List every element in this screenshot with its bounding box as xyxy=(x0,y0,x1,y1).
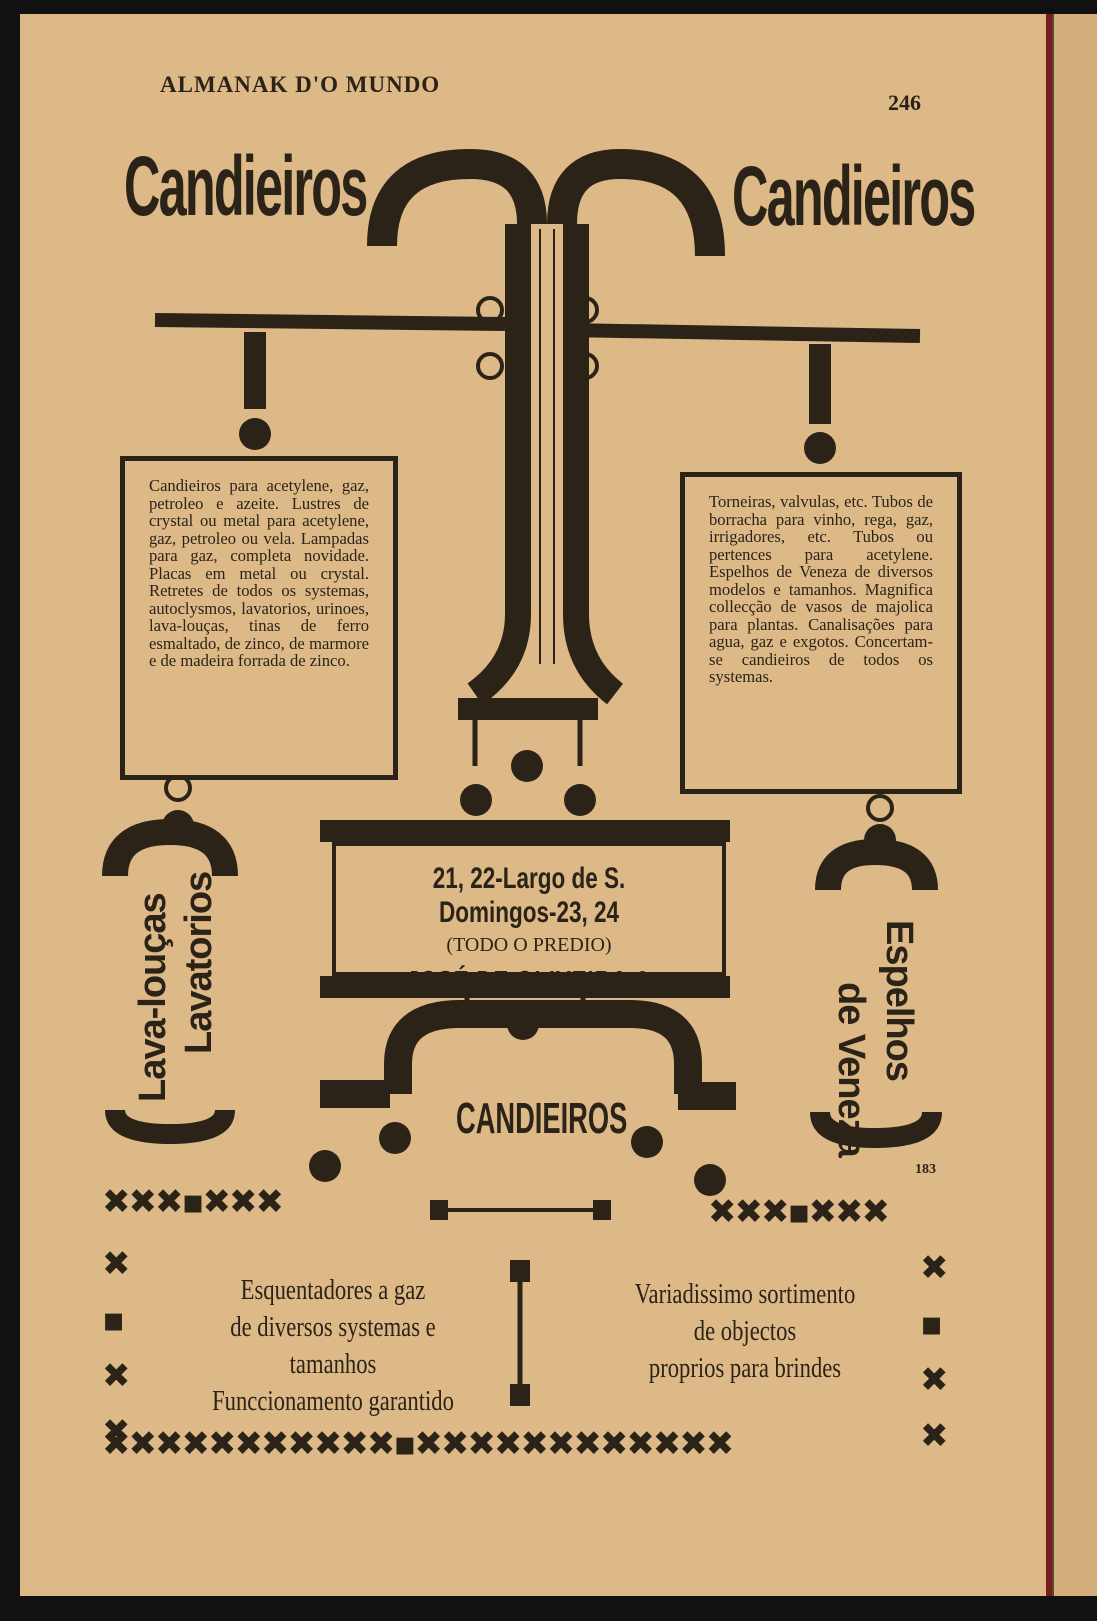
side-right-line1: Espelhos xyxy=(878,920,920,1081)
side-left-line1: Lava-louças xyxy=(132,893,174,1102)
merchant-name: JOSÉ DE OLIVEIRA & BARROS xyxy=(406,965,652,1028)
headline-left: Candieiros xyxy=(124,139,368,233)
side-left-line2: Lavatorios xyxy=(178,871,220,1054)
left-panel: Candieiros para acetylene, gaz, petroleo… xyxy=(120,456,398,780)
ornament-bottom: ✖✖✖✖✖✖✖✖✖✖✖▪✖✖✖✖✖✖✖✖✖✖✖✖ xyxy=(102,1424,734,1464)
bottom-right-block: Variadissimo sortimento de objectos prop… xyxy=(616,1276,873,1387)
side-right-line2: de Veneza xyxy=(830,982,872,1157)
bottom-left-line3: Funccionamento garantido xyxy=(212,1385,454,1417)
bottom-left-line2: de diversos systemas e tamanhos xyxy=(230,1311,436,1380)
bottom-left-block: Esquentadores a gaz de diversos systemas… xyxy=(189,1272,478,1420)
right-panel-text: Torneiras, valvulas, etc. Tubos de borra… xyxy=(709,492,933,686)
bottom-right-line3: proprios para brindes xyxy=(648,1352,842,1384)
bottom-right-line1: Variadissimo sortimento xyxy=(634,1278,856,1310)
ornament-right-side: ✖▪✖✖ xyxy=(920,1248,948,1456)
headline-right: Candieiros xyxy=(732,149,976,243)
ornament-top-right: ✖✖✖▪✖✖✖ xyxy=(708,1192,890,1232)
lamp-illustration-icon xyxy=(102,148,942,1406)
next-page-edge xyxy=(1052,14,1097,1596)
stub-number: 183 xyxy=(915,1162,936,1177)
bottom-right-line2: de objectos xyxy=(693,1315,797,1347)
running-header: ALMANAK D'O MUNDO xyxy=(160,72,441,97)
page-number: 246 xyxy=(888,90,921,115)
centre-label: CANDIEIROS xyxy=(456,1094,628,1143)
ornament-top-left: ✖✖✖▪✖✖✖ xyxy=(102,1182,284,1222)
address-box: 21, 22-Largo de S. Domingos-23, 24 (TODO… xyxy=(332,842,726,1028)
address-street: 21, 22-Largo de S. Domingos-23, 24 xyxy=(432,862,626,929)
bottom-left-line1: Esquentadores a gaz xyxy=(240,1274,426,1306)
page: ALMANAK D'O MUNDO 246 Candieiros Candiei… xyxy=(20,14,1056,1596)
left-panel-text: Candieiros para acetylene, gaz, petroleo… xyxy=(149,476,369,670)
right-panel: Torneiras, valvulas, etc. Tubos de borra… xyxy=(680,472,962,794)
address-note: (TODO O PREDIO) xyxy=(446,934,612,956)
ornament-left-side: ✖▪✖✖ xyxy=(102,1244,130,1452)
page-edge xyxy=(1046,14,1056,1596)
